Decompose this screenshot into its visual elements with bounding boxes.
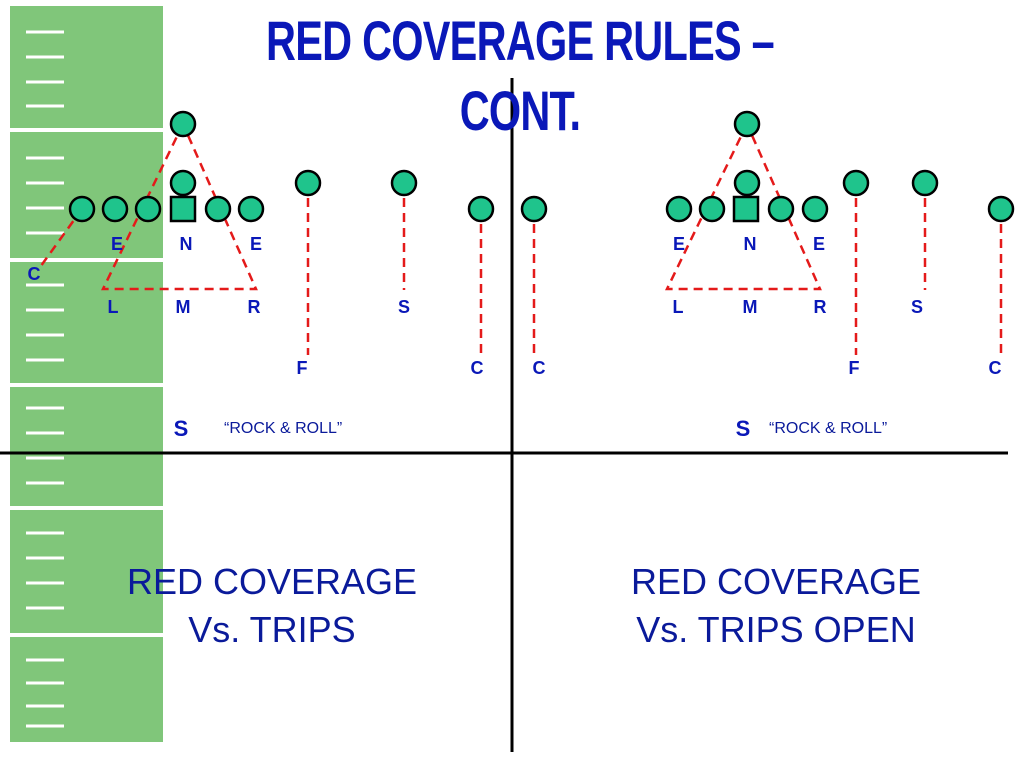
defender-label: M [743,297,758,317]
defender-label: L [108,297,119,317]
defender-label: C [989,358,1002,378]
offensive-player [68,195,96,223]
defender-label: M [176,297,191,317]
defender-label: E [250,234,262,254]
defender-label: C [28,264,41,284]
yard-lines [10,30,163,728]
offensive-player [698,195,726,223]
caption-line: Vs. TRIPS OPEN [636,609,916,650]
panel-trips-caption: RED COVERAGE Vs. TRIPS [42,558,502,654]
back-player [169,110,197,138]
quarterback-player [733,169,761,197]
defender-label: F [849,358,860,378]
caption-line: RED COVERAGE [126,561,418,602]
caption-line: RED COVERAGE [630,561,922,602]
defender-label: E [111,234,123,254]
quarterback-player [169,169,197,197]
panel-trips-open-caption: RED COVERAGE Vs. TRIPS OPEN [546,558,1006,654]
offensive-player [204,195,232,223]
route-line [36,208,84,271]
defender-label: N [180,234,193,254]
receiver-player [911,169,939,197]
offensive-player [665,195,693,223]
receiver-player [390,169,418,197]
slide-title: RED COVERAGE RULES – CONT. [266,9,775,142]
panel-trips-open-diagram: E N E L M R S F C S “ROCK & ROLL” [665,110,1015,441]
offensive-player [801,195,829,223]
defender-label: R [248,297,261,317]
receiver-player [520,195,548,223]
defender-label: C [471,358,484,378]
defender-label: E [673,234,685,254]
safety-label: S [736,416,751,441]
defender-label: F [297,358,308,378]
offensive-player [101,195,129,223]
offensive-player [134,195,162,223]
receiver-player [467,195,495,223]
defender-label: S [398,297,410,317]
safety-label: S [174,416,189,441]
offensive-player [767,195,795,223]
receiver-player [842,169,870,197]
defender-label: R [814,297,827,317]
defender-label: S [911,297,923,317]
panel-trips-diagram: E N E C L M R S F C C S “ROCK & ROLL” [28,110,548,441]
defender-label: E [813,234,825,254]
offensive-player [237,195,265,223]
receiver-player [987,195,1015,223]
defender-label: C [533,358,546,378]
back-player [733,110,761,138]
defender-label: N [744,234,757,254]
coverage-call: “ROCK & ROLL” [769,420,887,437]
receiver-player [294,169,322,197]
coverage-call: “ROCK & ROLL” [224,420,342,437]
caption-line: Vs. TRIPS [188,609,356,650]
center-player [732,195,760,223]
defender-label: L [673,297,684,317]
center-player [169,195,197,223]
